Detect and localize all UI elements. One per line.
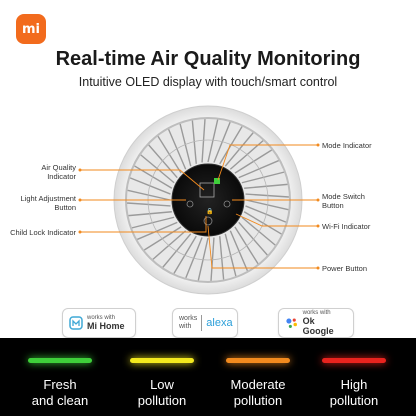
badge-mi-home-small: works with <box>87 315 116 321</box>
grille-blade <box>148 144 178 179</box>
air-quality-indicator-glyph <box>199 182 215 198</box>
legend-bar-fresh <box>28 358 92 363</box>
grille-blade <box>243 211 282 235</box>
air-quality-legend: Fresh and clean Low pollution Moderate p… <box>0 338 416 416</box>
legend-item-high: High pollution <box>314 358 394 409</box>
grille-blade <box>207 119 219 163</box>
light-adjustment-button-glyph <box>186 200 194 208</box>
callout-power-button: Power Button <box>322 264 368 273</box>
badge-mi-home: works with Mi Home <box>62 308 136 338</box>
callout-line-power <box>207 225 318 269</box>
badge-google-small: works with <box>302 310 331 316</box>
legend-bar-low <box>130 358 194 363</box>
callout-line-child-lock <box>80 216 207 233</box>
badge-alexa: works with alexa <box>172 308 238 338</box>
grille-blade <box>127 202 171 207</box>
legend-label-low: Low pollution <box>137 377 187 408</box>
grille-blade <box>167 128 187 170</box>
grille-blade <box>244 183 288 189</box>
grille-blade <box>136 221 178 241</box>
legend-item-low: Low pollution <box>122 358 202 409</box>
legend-label-high: High pollution <box>329 377 379 408</box>
legend-item-moderate: Moderate pollution <box>218 358 298 409</box>
lock-icon: 🔒 <box>206 207 213 215</box>
grille-blade <box>131 216 175 229</box>
grille-blade <box>210 237 215 281</box>
legend-label-fresh: Fresh and clean <box>31 377 89 408</box>
callout-child-lock-indicator: Child Lock Indicator <box>10 228 76 237</box>
grille-blade <box>234 149 273 174</box>
grille-blade <box>238 221 268 256</box>
grille-blade <box>185 237 203 279</box>
mode-indicator-glyph <box>214 178 220 184</box>
mode-switch-button-glyph <box>223 200 231 208</box>
legend-bar-high <box>322 358 386 363</box>
grille-blade <box>129 177 171 195</box>
google-assistant-icon <box>286 318 297 328</box>
grille-blade <box>213 121 231 163</box>
grille-blade <box>173 235 197 274</box>
grille-blade <box>245 199 289 211</box>
grille-blade <box>234 226 259 265</box>
callout-line-wifi <box>235 213 318 227</box>
grille-blade <box>127 189 171 201</box>
grille-blade <box>238 159 280 179</box>
grille-blade <box>224 233 237 277</box>
grille-blade <box>140 154 175 184</box>
grille-blade <box>152 230 187 260</box>
badge-mi-home-big: Mi Home <box>87 321 125 331</box>
badge-google-big: Ok Google <box>302 316 334 336</box>
grille-blade <box>191 120 197 164</box>
grille-blade <box>197 237 209 281</box>
callout-wifi-indicator: Wi-Fi Indicator <box>322 222 371 231</box>
mi-home-icon <box>69 316 83 330</box>
badge-google: works with Ok Google <box>278 308 354 338</box>
grille-blade <box>157 135 182 174</box>
grille-blade <box>219 236 225 280</box>
badge-alexa-small: works with <box>179 315 203 331</box>
grille-blade <box>245 193 289 198</box>
page-subtitle: Intuitive OLED display with touch/smart … <box>78 75 338 89</box>
callout-line-mode-indicator <box>217 144 318 181</box>
grille-blade <box>241 216 276 246</box>
power-button-glyph <box>203 216 213 226</box>
callout-mode-switch-button: Mode Switch Button <box>322 192 365 210</box>
grille-blade <box>128 211 172 217</box>
grille-blade <box>224 132 254 167</box>
callout-air-quality-indicator: Air Quality Indicator <box>41 163 76 181</box>
page-title: Real-time Air Quality Monitoring <box>55 48 361 70</box>
grille-blade <box>241 171 285 184</box>
grille-blade <box>179 123 192 167</box>
legend-bar-moderate <box>226 358 290 363</box>
grille-blade <box>162 233 192 268</box>
grille-blade <box>245 205 287 223</box>
grille-blade <box>201 119 206 163</box>
grille-blade <box>229 230 249 272</box>
fan-grille <box>127 119 289 281</box>
callout-line-air-quality <box>80 169 205 191</box>
grille-blade <box>143 226 182 251</box>
xiaomi-logo: mi <box>16 14 46 44</box>
badge-alexa-big: alexa <box>206 317 233 329</box>
legend-item-fresh: Fresh and clean <box>20 358 100 409</box>
legend-label-moderate: Moderate pollution <box>230 377 286 408</box>
callout-mode-indicator: Mode Indicator <box>322 141 372 150</box>
callout-light-adjustment-button: Light Adjustment Button <box>20 194 76 212</box>
